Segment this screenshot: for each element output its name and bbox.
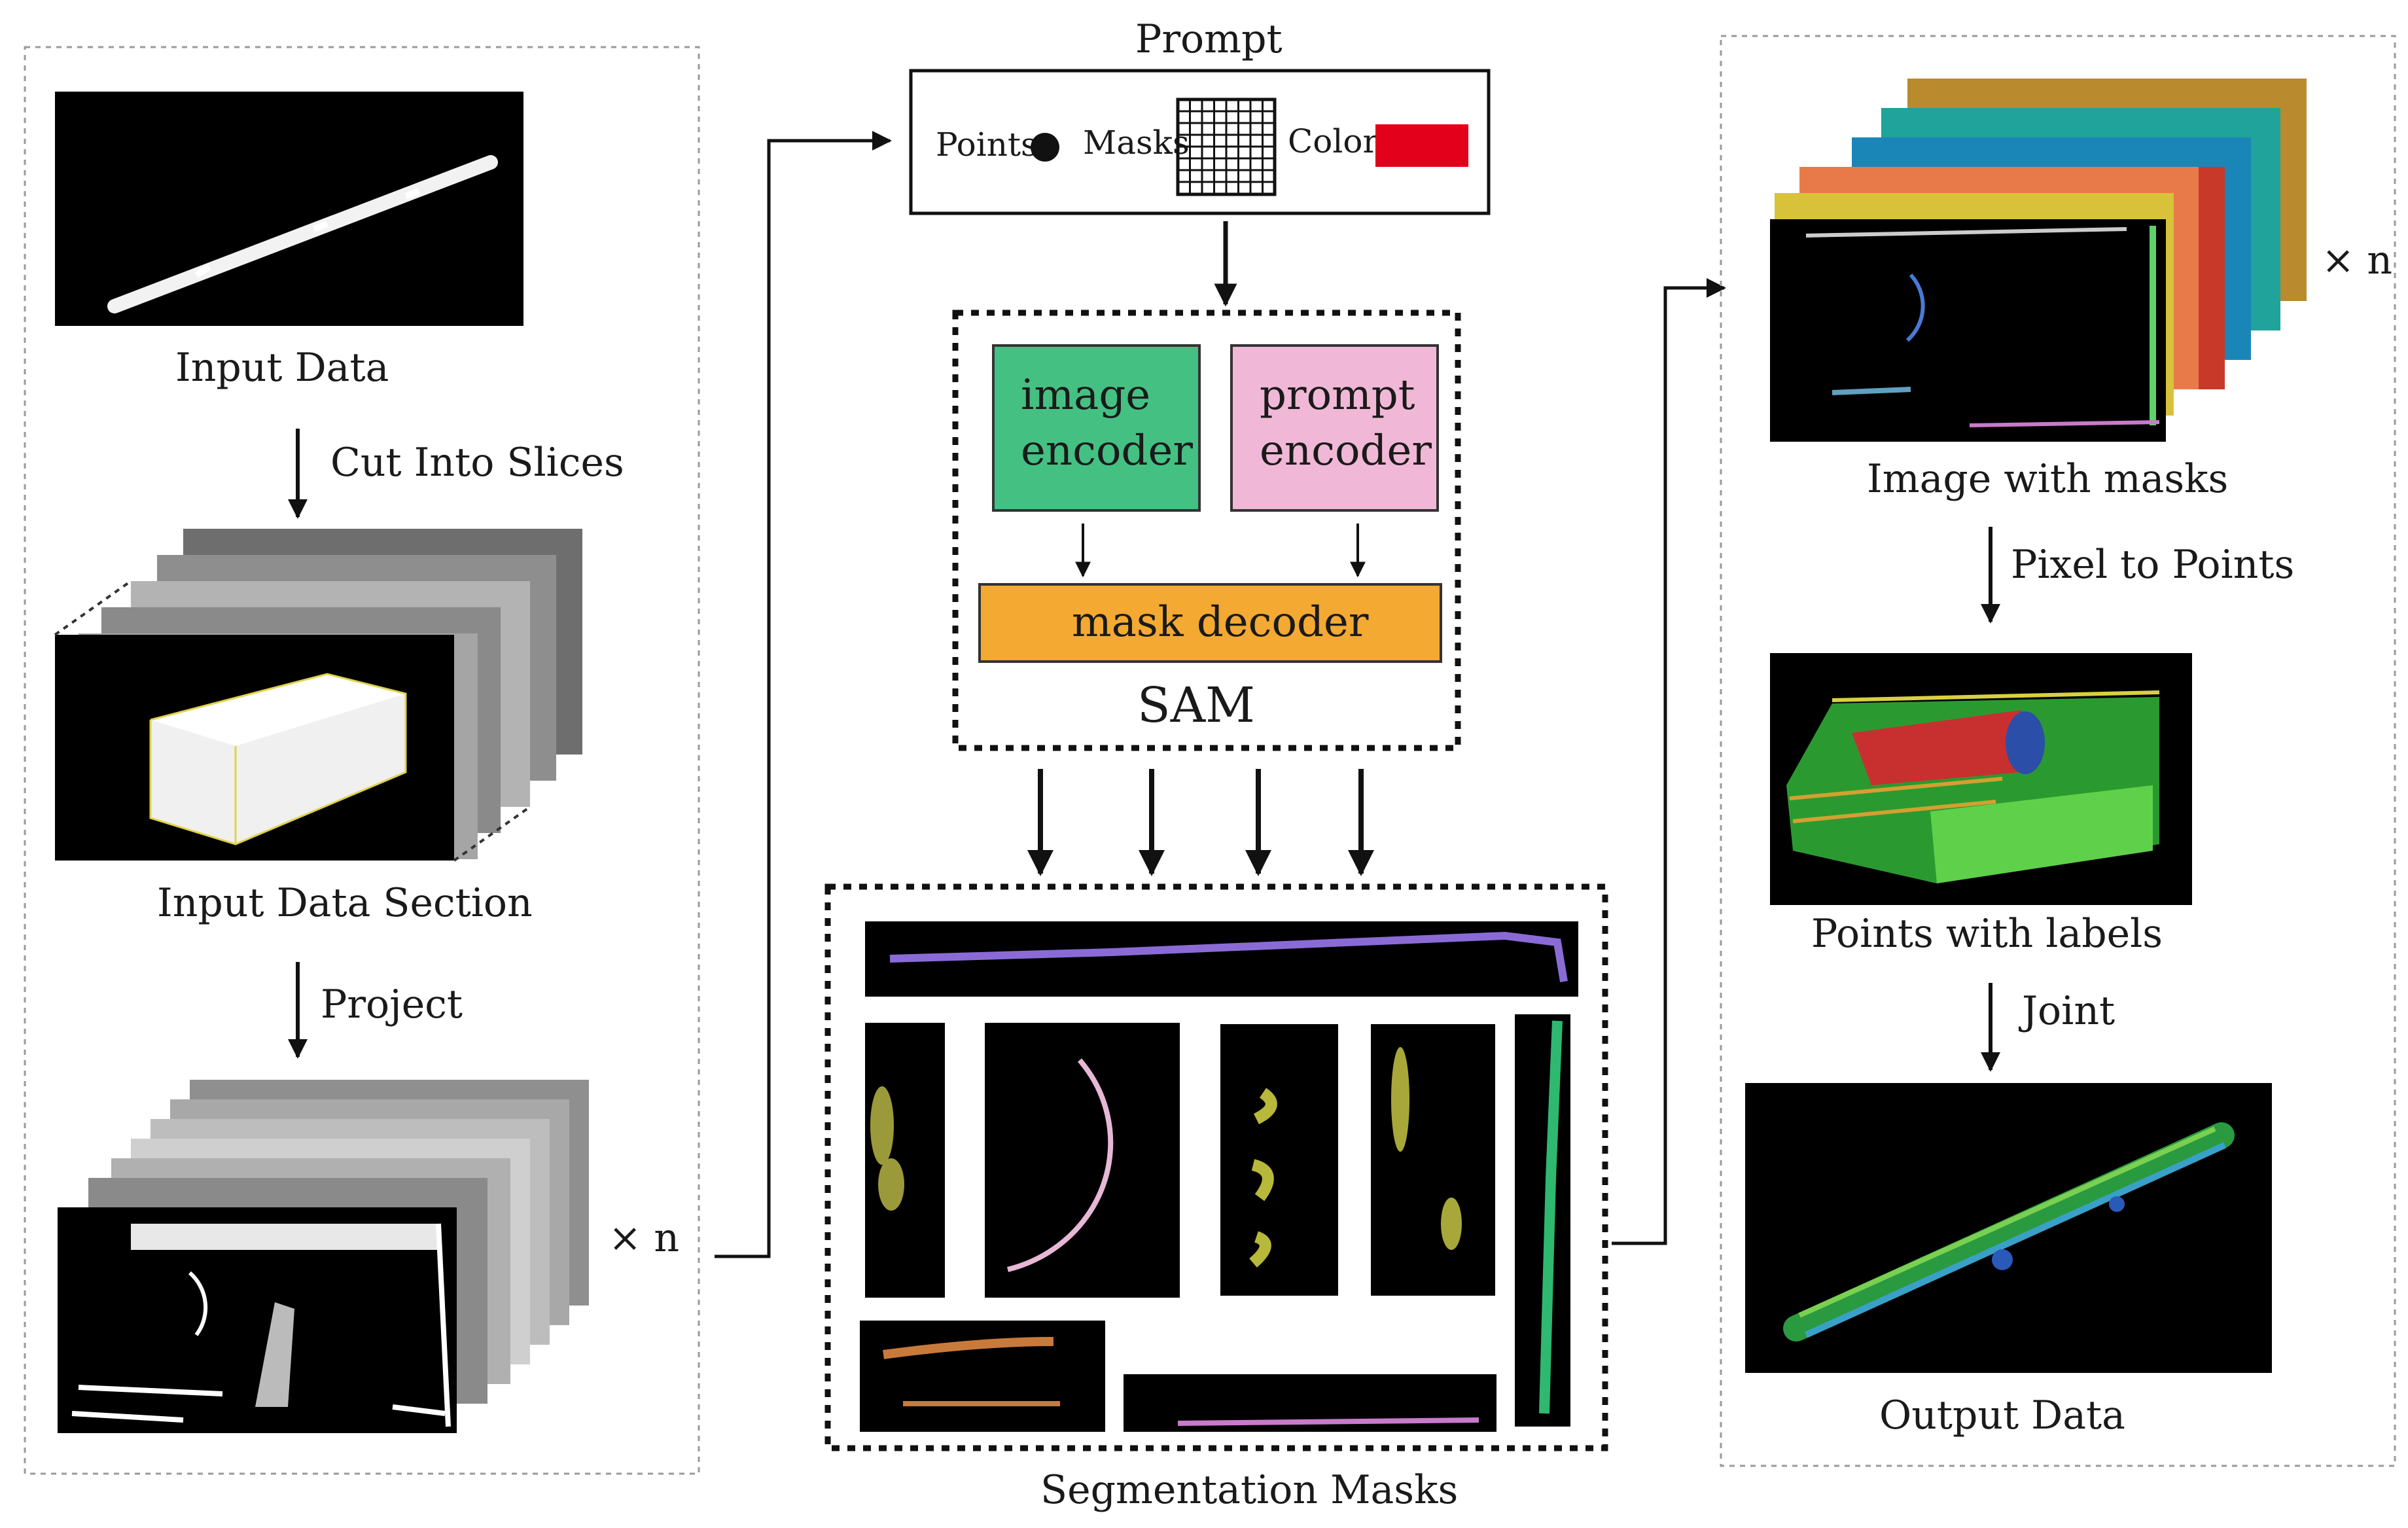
sam-output-arrows: [1027, 769, 1374, 876]
mask-decoder-label: mask decoder: [1072, 598, 1369, 647]
times-n-left-label: × n: [609, 1215, 679, 1261]
points-label: Points: [936, 126, 1038, 164]
times-n-right-label: × n: [2322, 238, 2392, 283]
segmentation-mask-tiles: [860, 921, 1578, 1432]
point-dot-icon: [1031, 133, 1059, 162]
color-label: Color: [1288, 122, 1378, 160]
image-with-masks-stack: [1770, 79, 2307, 442]
image-encoder-box: [992, 344, 1201, 512]
joint-label: Joint: [2018, 988, 2115, 1034]
prompt-encoder-line1: prompt: [1260, 371, 1415, 419]
input-data-section-label: Input Data Section: [157, 880, 533, 926]
pixel-to-points-label: Pixel to Points: [2011, 542, 2294, 588]
left-panel-frame: [24, 46, 700, 1475]
image-encoder-line1: image: [1021, 371, 1150, 419]
prompt-encoder-box: [1230, 344, 1439, 512]
color-swatch-icon: [1375, 124, 1468, 167]
project-label: Project: [321, 982, 463, 1027]
mask-decoder-box: [978, 583, 1442, 663]
output-data-image: [1745, 1083, 2272, 1373]
points-with-labels-label: Points with labels: [1811, 911, 2163, 957]
cut-into-slices-label: Cut Into Slices: [330, 440, 624, 486]
image-encoder-line2: encoder: [1021, 427, 1193, 475]
points-with-labels-image: [1770, 653, 2192, 905]
segmentation-masks-label: Segmentation Masks: [1040, 1467, 1458, 1513]
projected-stack: [58, 1080, 589, 1433]
input-data-image: [55, 92, 523, 326]
input-data-label: Input Data: [175, 345, 389, 391]
slices-stack: [54, 529, 582, 862]
connector-to-image-masks: [1612, 278, 1726, 1245]
sam-label: SAM: [1137, 677, 1255, 734]
image-with-masks-label: Image with masks: [1867, 456, 2228, 502]
prompt-encoder-line2: encoder: [1260, 427, 1432, 475]
connector-to-prompt: [715, 131, 892, 1258]
masks-label: Masks: [1083, 124, 1190, 162]
prompt-title: Prompt: [1135, 16, 1283, 62]
right-panel-frame: [1720, 35, 2396, 1467]
mask-grid-icon: [1176, 98, 1277, 196]
output-data-label: Output Data: [1879, 1393, 2125, 1438]
